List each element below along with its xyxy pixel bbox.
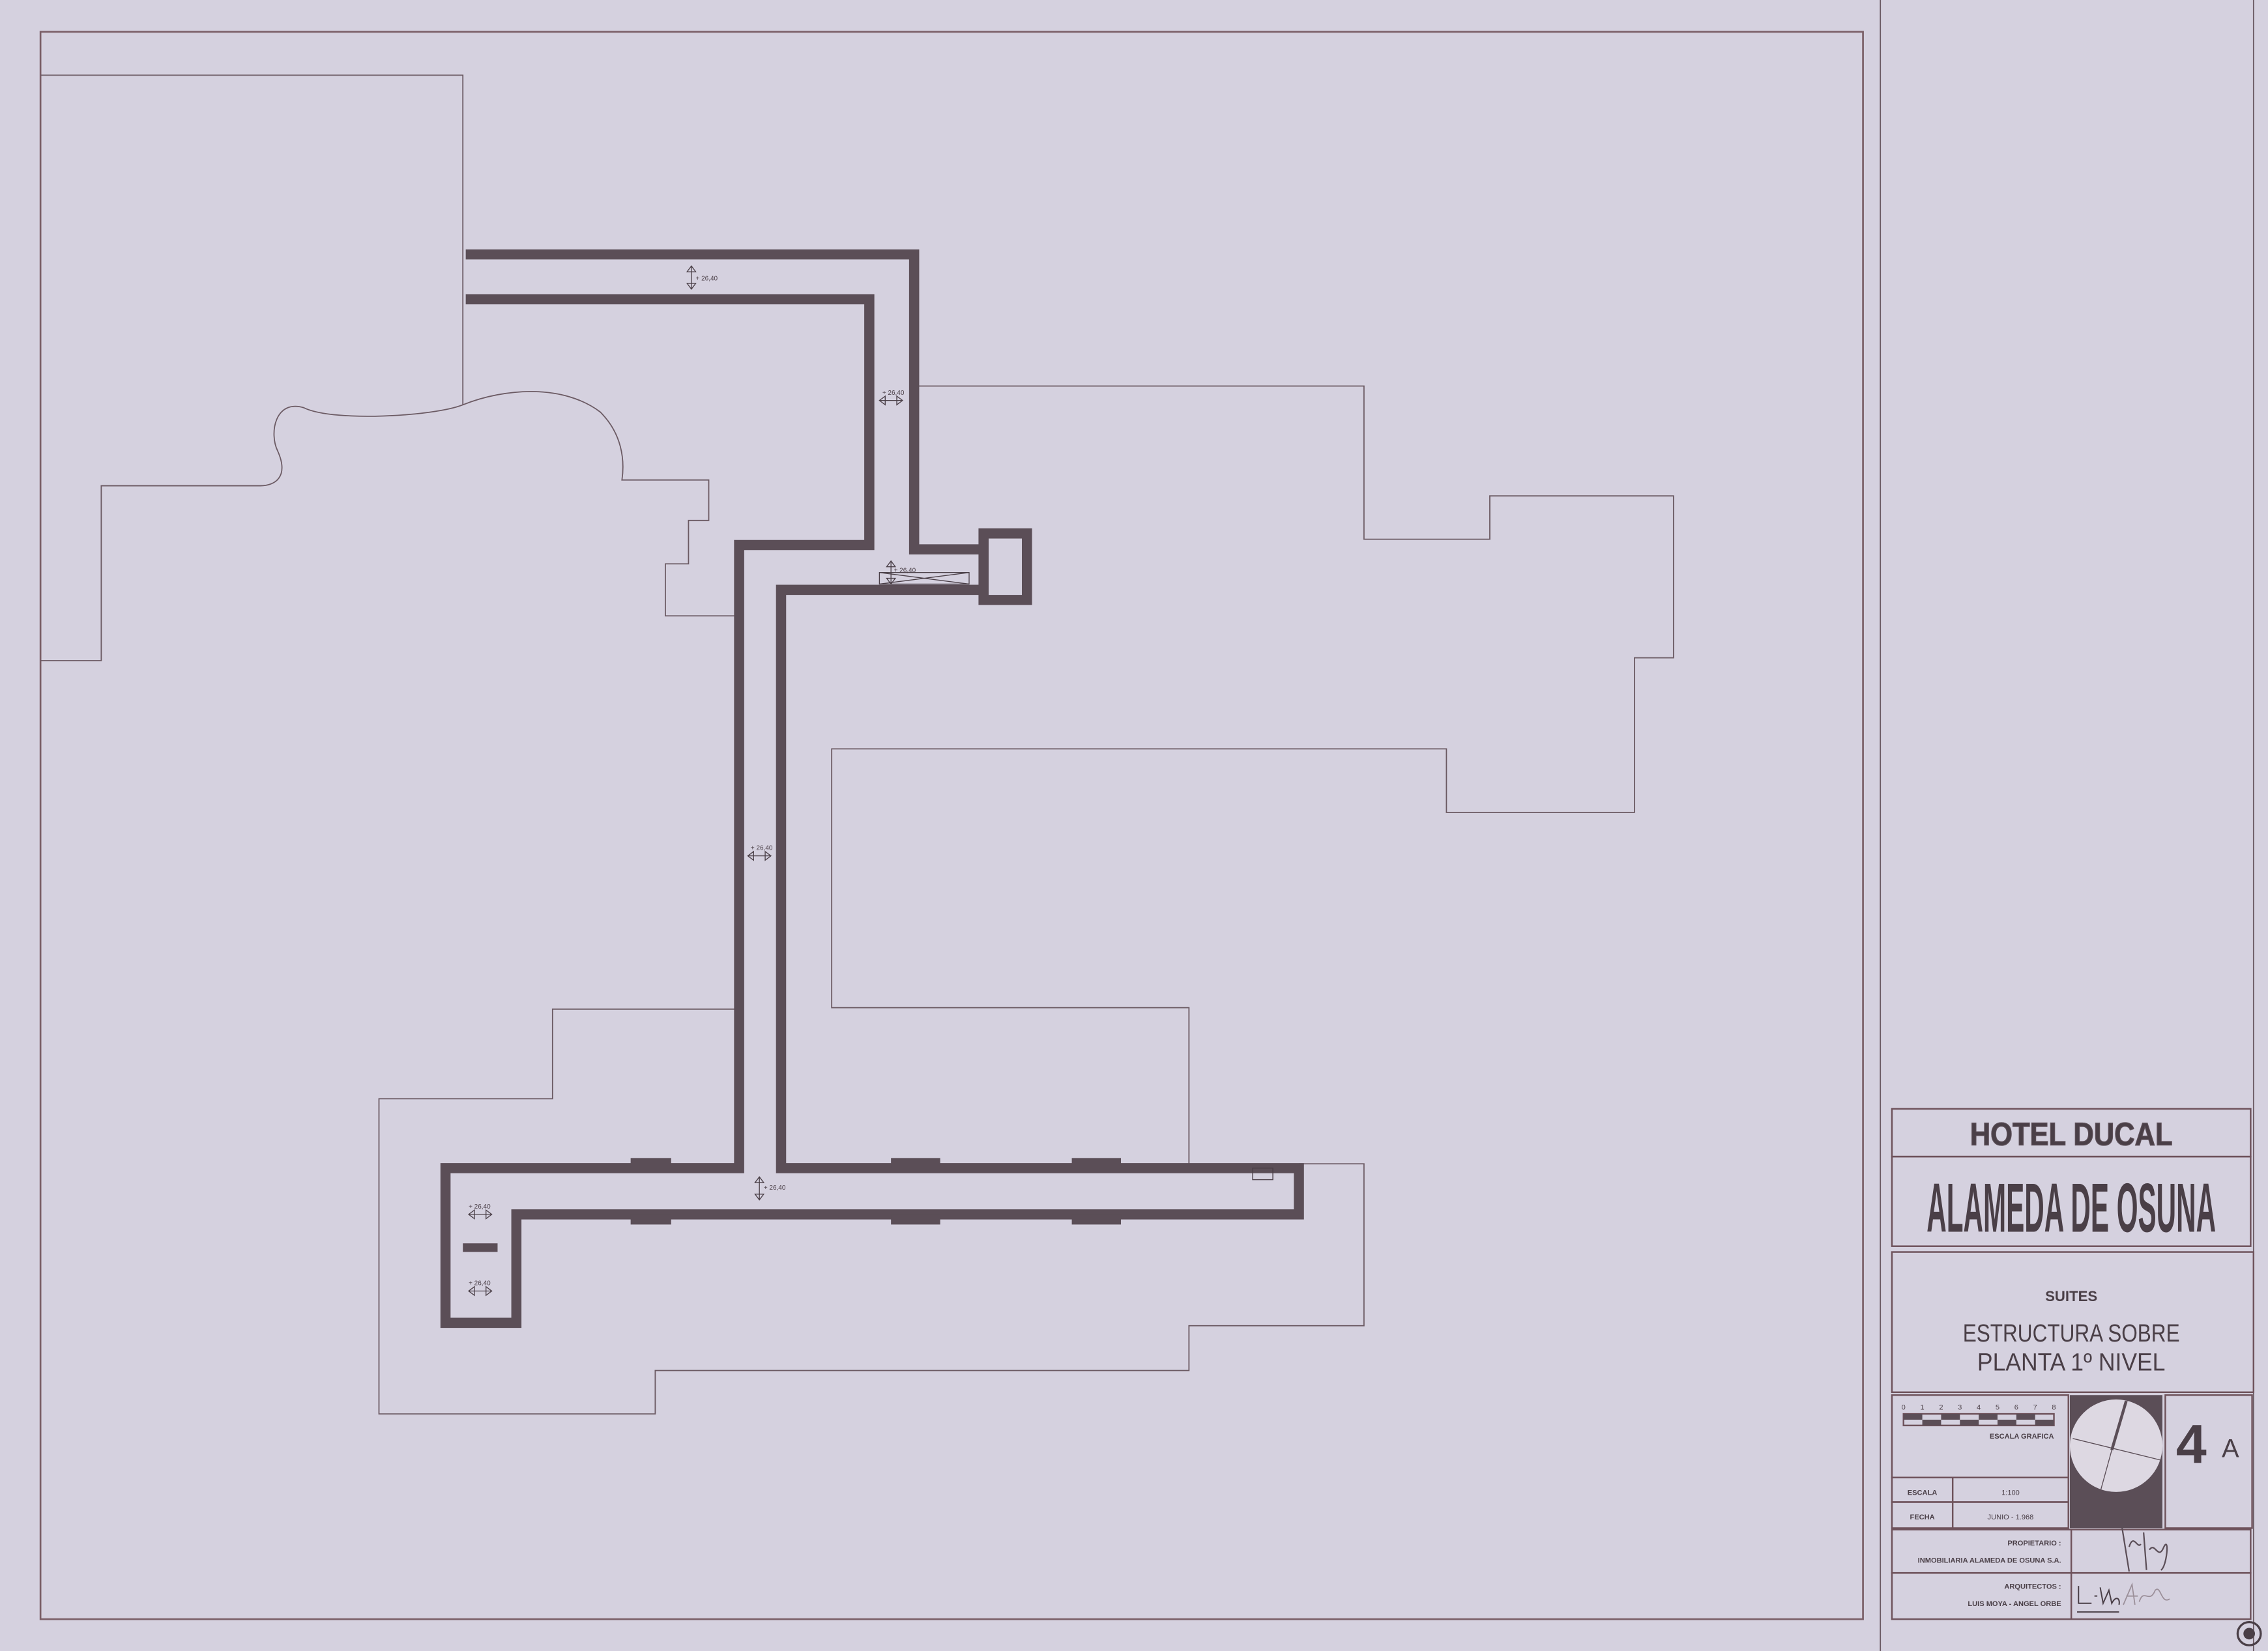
scale-ticks: 0 1 2 3 4 5 6 7 8: [1902, 1403, 2056, 1411]
column-pair: [891, 1158, 940, 1168]
column-pair: [891, 1214, 940, 1225]
corridor-inner-wall: [440, 294, 1304, 1328]
level-marker: + 26,40: [467, 1203, 493, 1220]
fecha-value: JUNIO - 1.968: [1988, 1514, 2034, 1521]
level-marker: + 26,40: [686, 265, 718, 290]
scale-tick: 2: [1939, 1403, 1943, 1411]
level-marker: + 26,40: [886, 560, 916, 585]
sheet-number: 4: [2176, 1414, 2207, 1475]
scale-tick: 0: [1902, 1403, 1906, 1411]
column-pair: [630, 1214, 671, 1225]
escala-value: 1:100: [2001, 1489, 2020, 1497]
sheet-suffix: A: [2222, 1435, 2239, 1463]
south-wing-outline: [378, 1008, 1365, 1414]
east-wing-outline: [831, 385, 1674, 1164]
curved-terrace-outline: [462, 391, 740, 617]
level-label: + 26,40: [894, 567, 916, 575]
drawing-title-line1: ESTRUCTURA SOBRE: [1963, 1319, 2180, 1347]
column-pair: [1252, 1168, 1273, 1181]
level-marker: + 26,40: [879, 390, 905, 406]
level-label: + 26,40: [764, 1184, 786, 1192]
escala-label: ESCALA: [1908, 1489, 1938, 1497]
level-marker: + 26,40: [467, 1280, 493, 1297]
corridor-outer-wall: [465, 249, 984, 554]
scale-tick: 3: [1958, 1403, 1962, 1411]
signature-moya: [2077, 1586, 2120, 1613]
level-label: + 26,40: [751, 845, 773, 852]
column-pair: [630, 1158, 671, 1168]
scale-tick: 6: [2014, 1403, 2018, 1411]
stair-opening: [879, 572, 970, 585]
stamp-icon: [2236, 1620, 2262, 1646]
graphic-scale-bar: [1902, 1413, 2055, 1427]
arquitectos-label: ARQUITECTOS :: [2004, 1583, 2061, 1591]
scale-tick: 5: [1996, 1403, 1999, 1411]
north-arrow-icon: [2069, 1399, 2162, 1492]
level-label: + 26,40: [469, 1203, 491, 1211]
main-building-outline: [40, 74, 464, 661]
existing-buildings: [40, 74, 1674, 1414]
archive-stamp: [2236, 1620, 2262, 1646]
stair-cross: [879, 572, 970, 585]
scale-tick: 7: [2033, 1403, 2037, 1411]
project-box: [1891, 1155, 2252, 1247]
hotel-name: HOTEL DUCAL: [1970, 1117, 2173, 1152]
scale-tick: 8: [2052, 1403, 2056, 1411]
column-pair: [1071, 1158, 1122, 1168]
owner-signature: [2121, 1526, 2168, 1572]
scale-tick: 1: [1920, 1403, 1924, 1411]
section-label: SUITES: [2045, 1288, 2097, 1304]
fecha-label: FECHA: [1910, 1514, 1934, 1521]
structure-walls: [440, 249, 1304, 1328]
arquitectos-value: LUIS MOYA - ANGEL ORBE: [1968, 1600, 2061, 1608]
stair-core: [978, 528, 1032, 605]
level-label: + 26,40: [882, 390, 905, 397]
propietario-label: PROPIETARIO :: [2007, 1540, 2061, 1547]
sheet-number-box: [2164, 1394, 2253, 1529]
level-marker: + 26,40: [747, 845, 773, 861]
scale-caption: ESCALA GRAFICA: [1990, 1433, 2054, 1441]
propietario-value: INMOBILIARIA ALAMEDA DE OSUNA S.A.: [1918, 1557, 2061, 1565]
arquitectos-row: [1891, 1572, 2252, 1620]
level-label: + 26,40: [696, 275, 718, 282]
column-pair: [1071, 1214, 1122, 1225]
fecha-row: [1891, 1501, 2069, 1529]
columns: [463, 1158, 1273, 1252]
level-label: + 26,40: [469, 1280, 491, 1287]
description-box: [1891, 1251, 2255, 1394]
signature-orbe: [2123, 1582, 2170, 1605]
level-markers: + 26,40 + 26,40 + 26,40 + 26,40 + 26,40 …: [467, 265, 916, 1297]
column-pair: [463, 1243, 498, 1252]
scale-tick: 4: [1977, 1403, 1981, 1411]
drawing-title-line2: PLANTA 1º NIVEL: [1977, 1349, 2166, 1376]
project-name: ALAMEDA DE OSUNA: [1926, 1170, 2216, 1247]
level-marker: + 26,40: [754, 1176, 786, 1201]
drawing-frame: [39, 31, 1864, 1620]
title-block: HOTEL DUCAL ALAMEDA DE OSUNA SUITES ESTR…: [1891, 1108, 2255, 1620]
